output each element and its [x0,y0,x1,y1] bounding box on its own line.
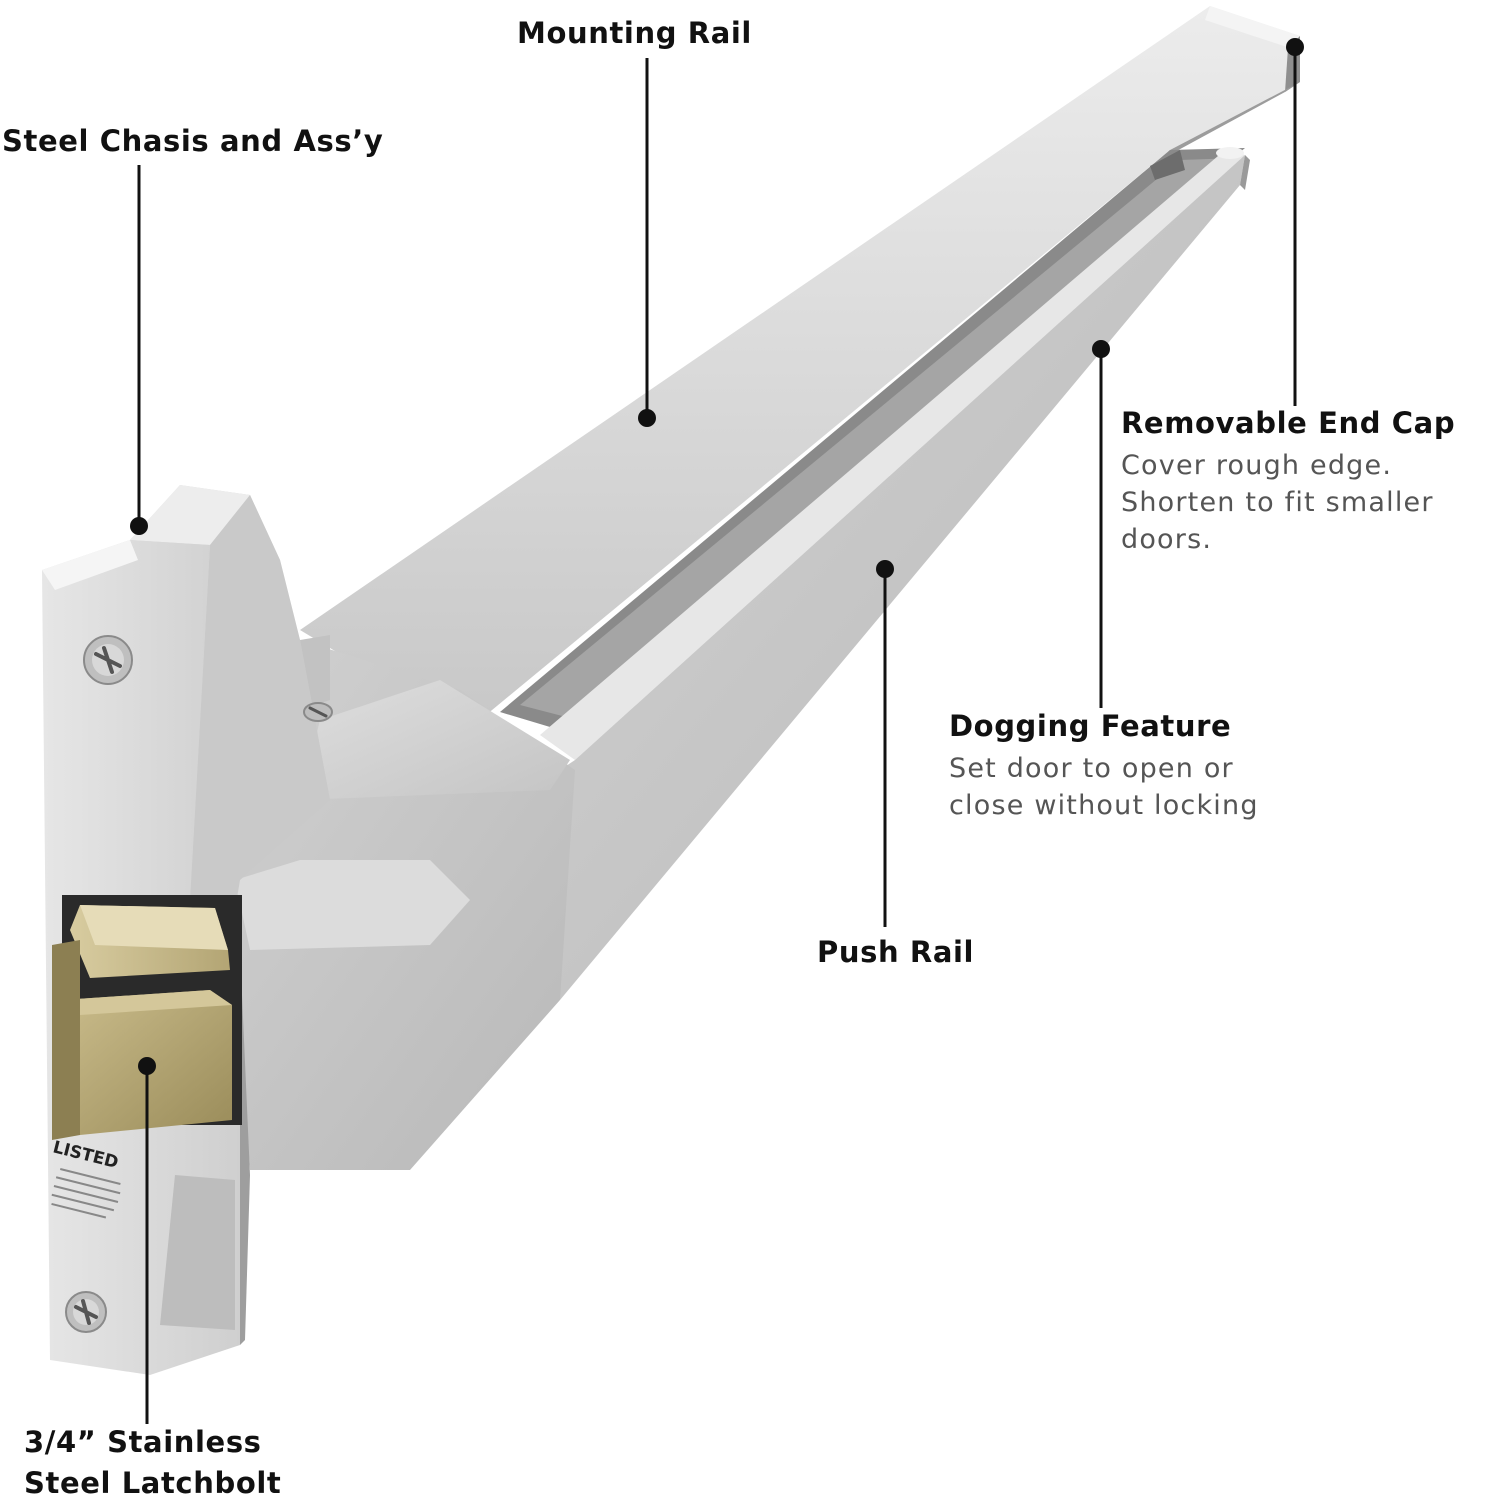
marker-mounting-rail [638,409,656,427]
marker-steel-chassis [130,517,148,535]
screw-icon [303,702,333,722]
callout-dogging-feature-description: Set door to open or close without lockin… [949,750,1259,824]
marker-latchbolt [138,1057,156,1075]
push-rail-part [540,147,1250,1000]
description-line: close without locking [949,790,1259,821]
marker-dogging [1092,340,1110,358]
description-line: Set door to open or [949,753,1234,784]
marker-push-rail [876,560,894,578]
description-line: Cover rough edge. [1121,450,1393,481]
description-line: doors. [1121,524,1213,555]
callout-latchbolt-line-1: 3/4” Stainless [24,1425,262,1459]
description-line: Shorten to fit smaller [1121,487,1434,518]
plate-fine-print [51,1168,121,1219]
screw-icon [65,1291,107,1333]
callout-latchbolt-line-2: Steel Latchbolt [24,1466,282,1500]
callout-removable-end-cap: Removable End Cap [1121,406,1456,440]
callout-push-rail: Push Rail [817,935,975,969]
callout-removable-end-cap-description: Cover rough edge. Shorten to fit smaller… [1121,447,1434,558]
mounting-rail-part [300,6,1300,720]
marker-end-cap [1286,38,1304,56]
callout-steel-chassis: Steel Chasis and Ass’y [2,124,384,158]
callout-mounting-rail: Mounting Rail [517,16,752,50]
leader-lines [130,38,1304,1424]
screw-icon [83,635,133,685]
callout-dogging-feature: Dogging Feature [949,709,1232,743]
